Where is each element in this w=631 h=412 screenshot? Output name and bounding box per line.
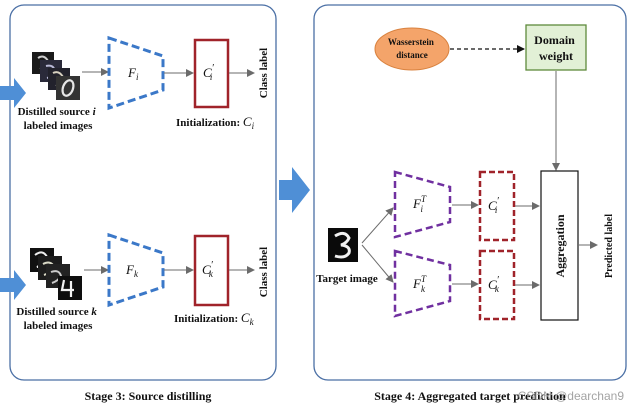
- stage3-caption: Stage 3: Source distilling: [85, 389, 212, 403]
- ci-label: C′i: [203, 63, 215, 82]
- aggregation-label: Aggregation: [553, 214, 567, 277]
- domain-weight-node: [525, 24, 587, 71]
- incoming-arrow-k: [0, 270, 26, 300]
- source-i-var: i: [93, 106, 97, 118]
- source-k-line1: Distilled source: [16, 306, 91, 318]
- fk-label: Fk: [125, 262, 139, 279]
- wasserstein-distance-node: [374, 27, 450, 71]
- source-k-var: k: [91, 306, 97, 318]
- class-label-i: Class label: [258, 48, 270, 98]
- classifier-ck: [193, 234, 230, 307]
- source-i-image-stack: [32, 52, 80, 100]
- arrow-target-to-fk: [361, 244, 394, 283]
- source-i-line2: labeled images: [24, 120, 93, 132]
- target-image-label: Target image: [316, 273, 378, 285]
- target-feature-extractor-fk: [393, 249, 452, 318]
- target-classifier-ci: [478, 170, 516, 242]
- source-k-image-stack: [30, 248, 82, 300]
- source-k-label: Distilled source k labeled images: [16, 306, 99, 332]
- incoming-arrow-i: [0, 78, 26, 108]
- ck-label: C′k: [202, 260, 214, 279]
- stage-transition-arrow: [279, 167, 310, 213]
- fi-label: Fi: [127, 65, 139, 82]
- target-classifier-ck: [478, 249, 516, 321]
- class-label-k: Class label: [258, 247, 270, 297]
- watermark: CSDN @dearchan9: [518, 389, 625, 403]
- stage4-caption: Stage 4: Aggregated target prediction: [374, 389, 566, 403]
- arrow-target-to-fi: [361, 207, 394, 244]
- target-feature-extractor-fi: [393, 170, 452, 239]
- source-i-label: Distilled source i labeled images: [18, 106, 99, 132]
- classifier-ci: [193, 38, 230, 109]
- target-image: [328, 228, 358, 262]
- domain-weight-label: Domain weight: [534, 33, 578, 63]
- source-k-line2: labeled images: [24, 320, 93, 332]
- ci-t-label: C′i: [488, 196, 500, 215]
- predicted-label: Predicted label: [604, 214, 615, 278]
- feature-extractor-fk: [107, 232, 165, 308]
- feature-extractor-fi: [107, 35, 165, 111]
- ck-t-label: C′k: [488, 275, 500, 294]
- wasserstein-label: Wasserstein distance: [388, 37, 436, 60]
- source-i-line1: Distilled source: [18, 106, 93, 118]
- aggregation-node: [540, 170, 579, 321]
- init-ci-label: Initialization: Ci: [176, 114, 255, 131]
- init-ck-label: Initialization: Ck: [174, 310, 255, 327]
